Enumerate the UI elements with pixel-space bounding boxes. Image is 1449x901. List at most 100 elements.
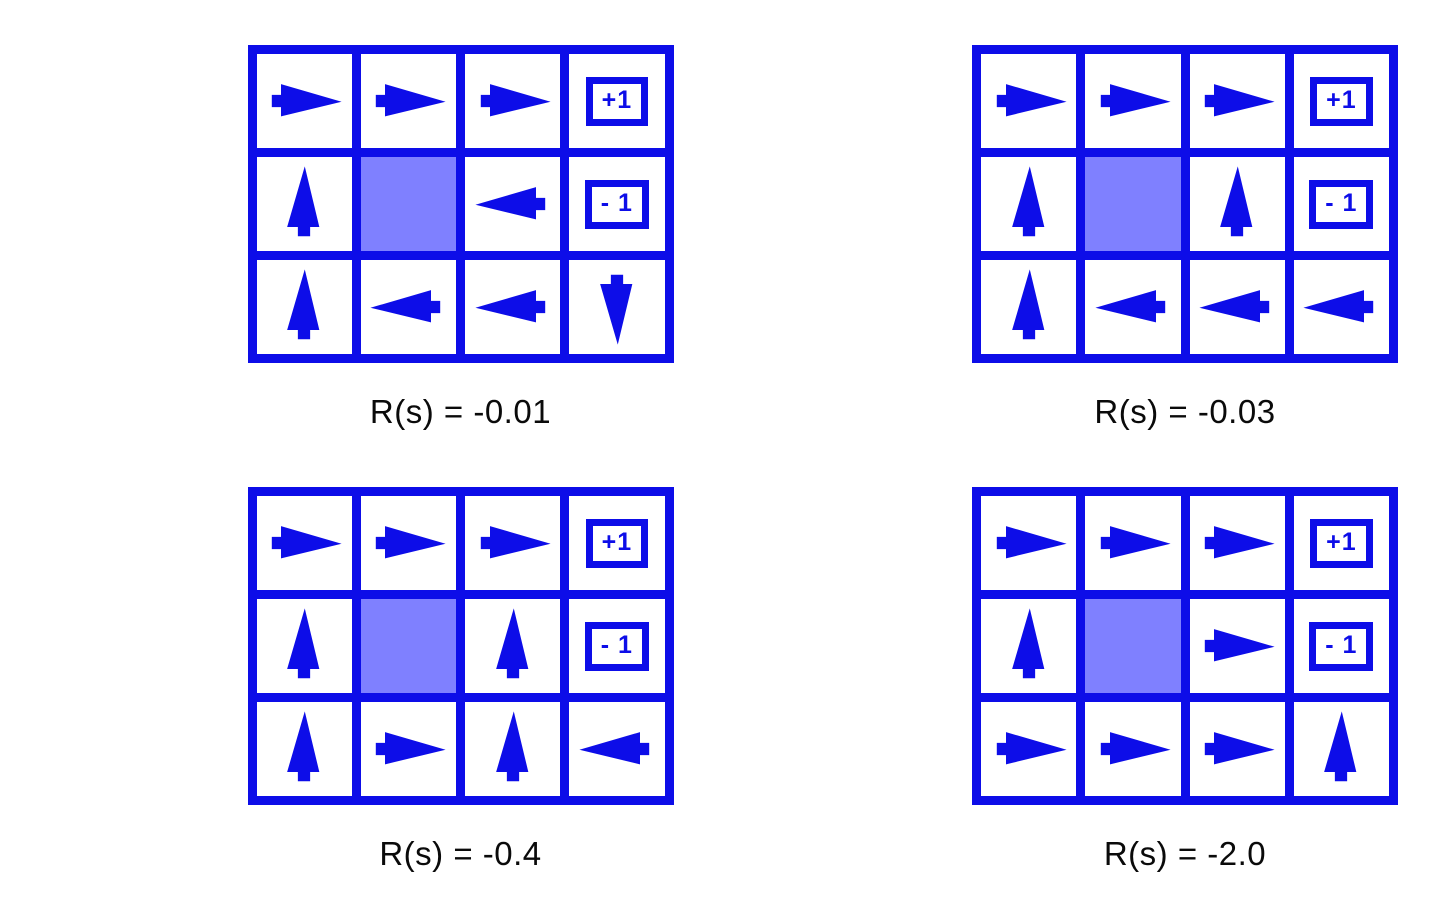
up-arrow-icon — [281, 268, 327, 346]
panel-caption-1: R(s) = -0.03 — [1094, 393, 1276, 430]
panel-caption-0: R(s) = -0.01 — [369, 393, 552, 430]
cell-up-arrow[interactable] — [256, 702, 352, 796]
right-arrow-icon — [990, 520, 1068, 566]
cell-up-arrow[interactable] — [256, 157, 352, 251]
left-arrow-icon — [1302, 284, 1380, 330]
left-arrow-icon — [578, 726, 656, 772]
cell-left-arrow[interactable] — [1293, 260, 1389, 354]
up-arrow-icon — [1006, 607, 1052, 685]
cell-right-arrow[interactable] — [981, 54, 1077, 148]
cell-terminal-positive[interactable]: +1 — [1293, 54, 1389, 148]
left-arrow-icon — [1198, 284, 1276, 330]
gridworld-3: +1 - 1 — [972, 487, 1398, 805]
reward-badge: +1 — [1310, 518, 1373, 568]
left-arrow-icon — [474, 284, 552, 330]
reward-badge: - 1 — [584, 621, 649, 671]
right-arrow-icon — [990, 726, 1068, 772]
cell-wall — [1085, 157, 1181, 251]
cell-left-arrow[interactable] — [360, 260, 456, 354]
left-arrow-icon — [1094, 284, 1172, 330]
cell-terminal-positive[interactable]: +1 — [1293, 496, 1389, 590]
cell-left-arrow[interactable] — [569, 702, 665, 796]
right-arrow-icon — [265, 78, 343, 124]
up-arrow-icon — [1318, 710, 1364, 788]
right-arrow-icon — [990, 78, 1068, 124]
reward-badge: - 1 — [1309, 179, 1374, 229]
cell-terminal-negative[interactable]: - 1 — [569, 599, 665, 693]
reward-badge: - 1 — [1309, 621, 1374, 671]
cell-terminal-positive[interactable]: +1 — [569, 54, 665, 148]
cell-right-arrow[interactable] — [1085, 54, 1181, 148]
up-arrow-icon — [490, 710, 536, 788]
cell-up-arrow[interactable] — [981, 157, 1077, 251]
up-arrow-icon — [490, 607, 536, 685]
up-arrow-icon — [1214, 165, 1260, 243]
policy-panel-1: +1 - 1 R(s) = -0.03 — [790, 0, 1449, 467]
gridworld-1: +1 - 1 — [972, 45, 1398, 363]
cell-right-arrow[interactable] — [360, 496, 456, 590]
up-arrow-icon — [281, 165, 327, 243]
down-arrow-icon — [594, 268, 640, 346]
up-arrow-icon — [281, 607, 327, 685]
cell-right-arrow[interactable] — [1085, 702, 1181, 796]
right-arrow-icon — [1094, 520, 1172, 566]
cell-up-arrow[interactable] — [465, 599, 561, 693]
cell-terminal-positive[interactable]: +1 — [569, 496, 665, 590]
cell-right-arrow[interactable] — [1189, 54, 1285, 148]
reward-badge: +1 — [585, 518, 649, 568]
right-arrow-icon — [1094, 726, 1172, 772]
cell-right-arrow[interactable] — [256, 54, 352, 148]
cell-right-arrow[interactable] — [360, 54, 456, 148]
cell-right-arrow[interactable] — [465, 496, 561, 590]
cell-up-arrow[interactable] — [981, 599, 1077, 693]
policy-panel-3: +1 - 1 R(s) = -2.0 — [790, 467, 1449, 901]
right-arrow-icon — [1094, 78, 1172, 124]
cell-left-arrow[interactable] — [465, 260, 561, 354]
policy-panel-0: +1 - 1 R(s) = -0.01 — [0, 0, 790, 467]
cell-up-arrow[interactable] — [981, 260, 1077, 354]
cell-left-arrow[interactable] — [1189, 260, 1285, 354]
right-arrow-icon — [474, 520, 552, 566]
reward-badge: +1 — [585, 76, 649, 126]
cell-right-arrow[interactable] — [1189, 599, 1285, 693]
cell-up-arrow[interactable] — [256, 599, 352, 693]
cell-wall — [1085, 599, 1181, 693]
reward-badge: +1 — [1310, 76, 1373, 126]
cell-right-arrow[interactable] — [1085, 496, 1181, 590]
right-arrow-icon — [369, 726, 447, 772]
cell-right-arrow[interactable] — [360, 702, 456, 796]
cell-terminal-negative[interactable]: - 1 — [569, 157, 665, 251]
cell-right-arrow[interactable] — [1189, 702, 1285, 796]
cell-wall — [360, 599, 456, 693]
right-arrow-icon — [369, 78, 447, 124]
cell-up-arrow[interactable] — [1189, 157, 1285, 251]
cell-up-arrow[interactable] — [1293, 702, 1389, 796]
cell-terminal-negative[interactable]: - 1 — [1293, 157, 1389, 251]
right-arrow-icon — [1198, 726, 1276, 772]
right-arrow-icon — [1198, 78, 1276, 124]
cell-left-arrow[interactable] — [1085, 260, 1181, 354]
up-arrow-icon — [1006, 268, 1052, 346]
cell-right-arrow[interactable] — [256, 496, 352, 590]
policy-panel-2: +1- 1 R(s) = -0.4 — [0, 467, 790, 901]
up-arrow-icon — [281, 710, 327, 788]
cell-terminal-negative[interactable]: - 1 — [1293, 599, 1389, 693]
right-arrow-icon — [1198, 623, 1276, 669]
right-arrow-icon — [369, 520, 447, 566]
cell-right-arrow[interactable] — [1189, 496, 1285, 590]
right-arrow-icon — [265, 520, 343, 566]
left-arrow-icon — [369, 284, 447, 330]
left-arrow-icon — [474, 181, 552, 227]
cell-up-arrow[interactable] — [256, 260, 352, 354]
cell-down-arrow[interactable] — [569, 260, 665, 354]
right-arrow-icon — [474, 78, 552, 124]
cell-right-arrow[interactable] — [981, 702, 1077, 796]
gridworld-2: +1 - 1 — [247, 487, 674, 805]
cell-wall — [360, 157, 456, 251]
cell-right-arrow[interactable] — [981, 496, 1077, 590]
cell-up-arrow[interactable] — [465, 702, 561, 796]
cell-left-arrow[interactable] — [465, 157, 561, 251]
cell-right-arrow[interactable] — [465, 54, 561, 148]
panel-caption-3: R(s) = -2.0 — [1103, 835, 1267, 872]
